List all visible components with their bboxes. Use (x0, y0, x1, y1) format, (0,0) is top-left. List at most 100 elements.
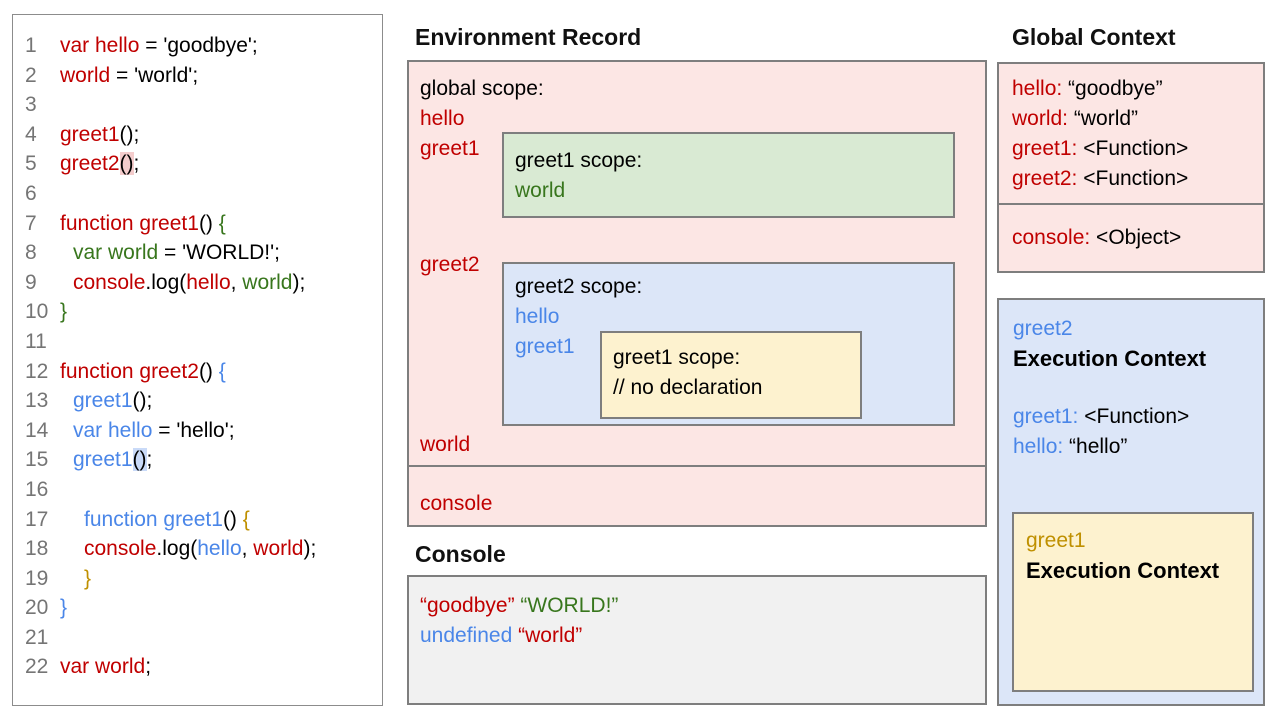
inner-greet1-scope-box: greet1 scope: // no declaration (600, 331, 862, 419)
greet1-scope-box: greet1 scope: world (502, 132, 955, 218)
line-number: 4 (25, 122, 37, 146)
code-text: world = 'world'; (60, 61, 198, 91)
code-line-12: 12 function greet2() { (13, 357, 382, 387)
code-text: var world = 'WORLD!'; (60, 238, 280, 268)
token: “goodbye” (420, 594, 515, 617)
line-number: 11 (25, 329, 47, 353)
token: greet1 (73, 389, 133, 413)
greet2-scope-box: greet2 scope: hello greet1 greet1 scope:… (502, 262, 955, 426)
token: () (222, 507, 243, 531)
global-context-bindings-box: hello: “goodbye” world: “world” greet1: … (997, 62, 1265, 205)
code-text: function greet2() { (60, 357, 226, 387)
greet1-scope-title: greet1 scope: (515, 149, 643, 172)
ec-binding-hello: hello: “hello” (1013, 434, 1127, 460)
greet2-scope-var-hello: hello (515, 305, 560, 328)
inner-greet1-scope-title: greet1 scope: (613, 346, 741, 369)
inner-greet1-scope-comment: // no declaration (613, 376, 763, 399)
ec-binding-greet1: greet1: <Function> (1013, 404, 1189, 430)
line-number: 5 (25, 152, 37, 176)
token: function greet1 (60, 211, 199, 235)
console-title: Console (415, 541, 506, 567)
token: hello (197, 537, 242, 561)
global-context-console-box: console: <Object> (997, 203, 1265, 273)
ec-binding-hello-key: hello: (1013, 435, 1064, 458)
greet2-scope-var-greet1: greet1 (515, 335, 575, 358)
global-scope-var-hello: hello (420, 107, 465, 130)
greet2-execution-context-box: greet2 Execution Context greet1: <Functi… (997, 298, 1265, 706)
line-number: 15 (25, 448, 49, 472)
token: ); (292, 270, 306, 294)
token: function greet2 (60, 359, 199, 383)
token: var world (73, 241, 159, 265)
ec-binding-greet1-value: <Function> (1078, 405, 1190, 428)
global-context-title: Global Context (1012, 24, 1176, 50)
greet1-ec-name: greet1 (1026, 529, 1086, 552)
token: () (119, 152, 134, 176)
code-text: greet1(); (60, 386, 152, 416)
token: .log( (145, 270, 187, 294)
token: () (198, 211, 219, 235)
line-number: 6 (25, 181, 37, 205)
token: = 'goodbye'; (139, 34, 258, 57)
token: { (218, 359, 226, 383)
global-scope-label: global scope: (420, 77, 544, 100)
line-number: 19 (25, 566, 49, 590)
code-text: var hello = 'goodbye'; (60, 31, 258, 61)
token: , (241, 537, 254, 561)
token: { (242, 507, 250, 531)
binding-hello: hello: “goodbye” (1012, 76, 1163, 102)
token: “WORLD!” (520, 594, 619, 617)
line-number: 14 (25, 418, 49, 442)
code-text: greet1(); (60, 445, 152, 475)
greet1-scope-var-world: world (515, 179, 566, 202)
token: undefined (420, 624, 513, 647)
binding-console-value: <Object> (1090, 226, 1182, 249)
token: (); (132, 389, 153, 413)
greet2-ec-name: greet2 (1013, 317, 1073, 340)
binding-console: console: <Object> (1012, 225, 1181, 251)
line-number: 22 (25, 655, 49, 679)
binding-world: world: “world” (1012, 106, 1138, 132)
code-text: greet2(); (60, 149, 139, 179)
token: , (230, 270, 243, 294)
token: console (84, 537, 157, 561)
ec-binding-greet1-key: greet1: (1013, 405, 1079, 428)
code-line-22: 22 var world; (13, 652, 382, 682)
token: var hello (73, 418, 153, 442)
binding-world-value: “world” (1068, 107, 1139, 130)
token: = 'hello'; (152, 418, 235, 442)
token: = 'WORLD!'; (158, 241, 280, 265)
binding-console-key: console: (1012, 226, 1091, 249)
code-text: var world; (60, 652, 151, 682)
code-line-5: 5 greet2(); (13, 149, 382, 179)
code-text: } (60, 564, 91, 594)
console-output-box: “goodbye” “WORLD!” undefined “world” (407, 575, 987, 705)
code-line-14: 14 var hello = 'hello'; (13, 416, 382, 446)
token: () (198, 359, 219, 383)
code-text: } (60, 593, 67, 623)
token: greet1 (60, 122, 120, 146)
global-scope-var-greet1: greet1 (420, 137, 480, 160)
token: } (60, 300, 68, 324)
line-number: 20 (25, 596, 49, 620)
line-number: 3 (25, 93, 37, 117)
token: ; (133, 152, 140, 176)
token: function greet1 (84, 507, 223, 531)
console-scope-box: console (407, 465, 987, 527)
code-line-20: 20} (13, 593, 382, 623)
greet2-scope-title: greet2 scope: (515, 275, 643, 298)
code-text: console.log(hello, world); (60, 268, 305, 298)
binding-greet1: greet1: <Function> (1012, 136, 1188, 162)
token: “world” (518, 624, 583, 647)
token: hello (186, 270, 231, 294)
token: () (132, 448, 147, 472)
token: var world (60, 655, 146, 679)
line-number: 16 (25, 477, 49, 501)
line-number: 12 (25, 359, 49, 383)
token: console (73, 270, 146, 294)
code-line-3: 3 (13, 90, 382, 120)
